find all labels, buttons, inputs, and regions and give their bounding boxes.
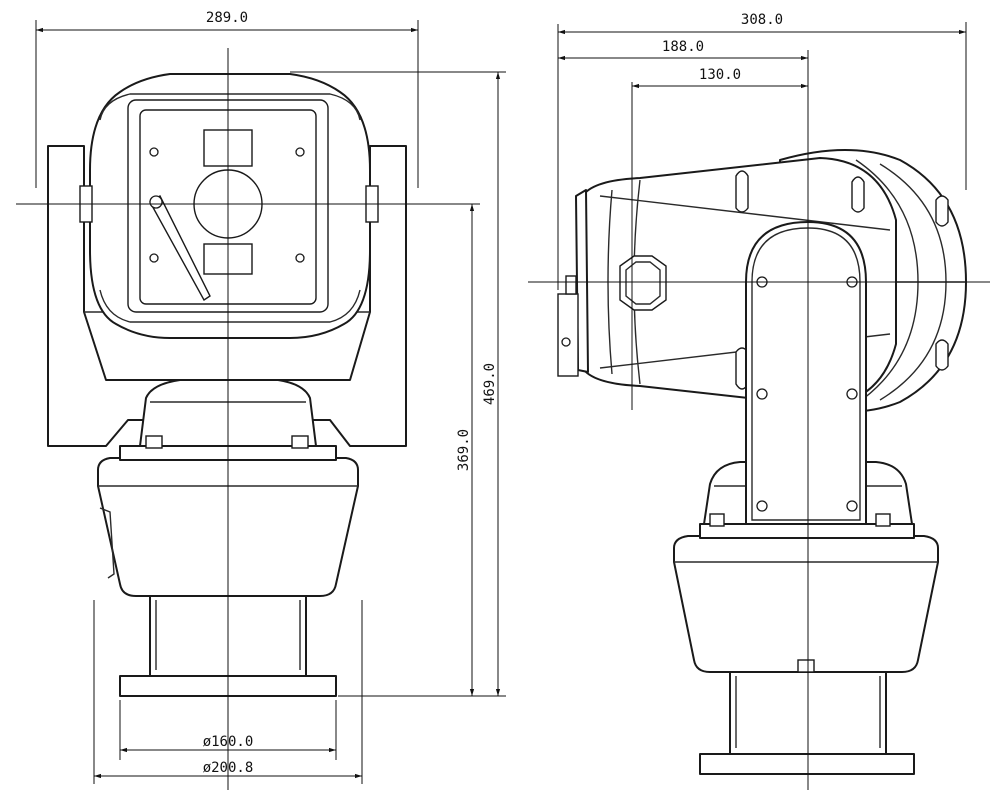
- front-screw: [149, 147, 159, 157]
- dim-base-outer-dia: ø200.8: [203, 760, 254, 776]
- dim-front-height-upper: 369.0: [456, 429, 472, 471]
- front-view: [47, 73, 407, 697]
- dim-front-width: 289.0: [206, 10, 248, 26]
- side-dimensions: 308.0 188.0 130.0: [557, 12, 967, 410]
- side-tilt-arm: [745, 221, 867, 525]
- side-view: [557, 149, 967, 775]
- front-screw: [295, 147, 305, 157]
- front-dimensions: 289.0 369.0 469.0 ø160.0 ø200.8: [35, 10, 506, 784]
- side-vent: [935, 339, 949, 371]
- side-base-housing: [673, 535, 939, 673]
- side-vent: [735, 170, 749, 213]
- side-arm-screw: [846, 388, 858, 400]
- front-centerlines: [16, 48, 440, 790]
- side-arm-screw: [846, 500, 858, 512]
- dim-side-width-mid: 188.0: [662, 39, 704, 55]
- dim-front-height-total: 469.0: [482, 363, 498, 405]
- dim-side-width-short: 130.0: [699, 67, 741, 83]
- side-vent: [851, 176, 865, 213]
- side-vent: [935, 195, 949, 227]
- side-arm-screw: [756, 500, 768, 512]
- front-screw: [295, 253, 305, 263]
- side-hex-nut: [619, 255, 667, 311]
- side-centerlines: [528, 50, 990, 790]
- dim-base-inner-dia: ø160.0: [203, 734, 254, 750]
- dim-side-width-total: 308.0: [741, 12, 783, 28]
- side-arm-screw: [756, 388, 768, 400]
- side-mount-flange: [699, 753, 915, 775]
- front-screw: [149, 253, 159, 263]
- side-sun-shield: [557, 293, 579, 377]
